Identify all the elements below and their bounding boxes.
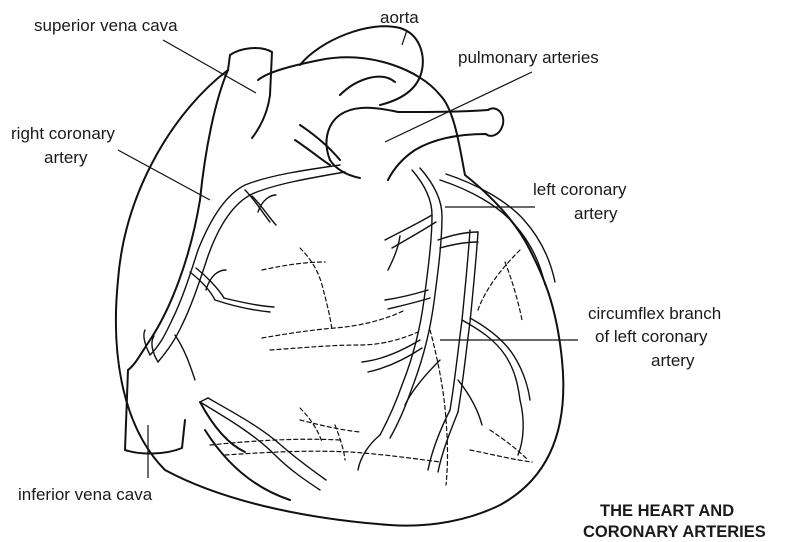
label-circumflex-line3: artery bbox=[651, 351, 695, 370]
title-line1: THE HEART AND bbox=[600, 502, 734, 520]
title-line2: CORONARY ARTERIES bbox=[583, 523, 766, 541]
label-circumflex-line2: of left coronary bbox=[595, 327, 708, 346]
inferior-vena-cava-vessel bbox=[125, 370, 185, 454]
label-aorta: aorta bbox=[380, 8, 419, 27]
right-coronary-artery bbox=[150, 165, 345, 362]
heart-outline bbox=[116, 57, 563, 525]
label-superior-vena-cava: superior vena cava bbox=[34, 16, 178, 35]
pulmonary-artery-vessel bbox=[326, 108, 503, 180]
label-pulmonary-arteries: pulmonary arteries bbox=[458, 48, 599, 67]
label-left-coronary-line1: left coronary bbox=[533, 180, 627, 199]
leader-pulmonary-arteries bbox=[385, 72, 532, 142]
leader-aorta bbox=[402, 30, 407, 45]
leader-right-coronary bbox=[118, 150, 210, 200]
label-right-coronary-line2: artery bbox=[44, 148, 88, 167]
label-right-coronary-line1: right coronary bbox=[11, 124, 115, 143]
label-circumflex-line1: circumflex branch bbox=[588, 304, 721, 323]
label-left-coronary-line2: artery bbox=[574, 204, 618, 223]
label-inferior-vena-cava: inferior vena cava bbox=[18, 485, 153, 504]
superior-vena-cava-vessel bbox=[228, 48, 272, 138]
